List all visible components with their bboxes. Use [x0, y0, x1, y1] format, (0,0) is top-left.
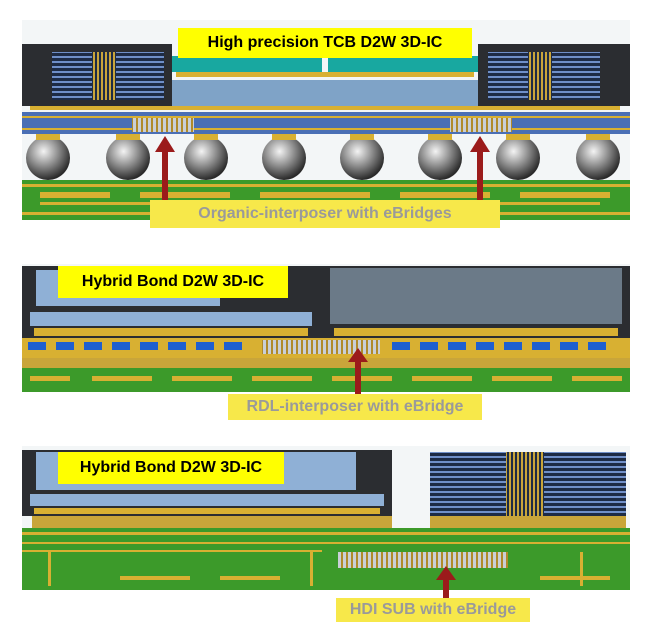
panel-1-microbumps — [30, 104, 620, 110]
panel-1-hbm-left-tsv — [92, 52, 116, 100]
panel-2-rdl-blue-pads — [28, 342, 606, 350]
panel-1-soc-top-die-right — [328, 56, 478, 72]
panel-3-hybrid-bond-hdi-substrate — [22, 446, 630, 598]
panel-2-bumps — [22, 358, 630, 368]
panel-2-title: Hybrid Bond D2W 3D-IC — [58, 266, 288, 298]
panel-3-ebridge — [338, 552, 508, 568]
panel-1-soc-base-die — [172, 80, 478, 106]
panel-3-hbm-tsv — [506, 452, 544, 516]
panel-2-substrate-pads — [30, 376, 622, 381]
panel-2-left-base-die — [30, 312, 312, 326]
panel-1-ebridge-left — [132, 118, 194, 132]
panel-1-interposer-traces — [22, 116, 630, 130]
panel-2-right-soc — [330, 268, 622, 324]
panel-1-caption: Organic-interposer with eBridges — [150, 200, 500, 228]
panel-3-left-microbumps — [34, 508, 380, 514]
panel-1-soc-top-die-left — [172, 56, 322, 72]
panel-1-hbm-right-tsv — [528, 52, 552, 100]
panel-1-arrows — [155, 136, 490, 202]
panel-3-bumps — [32, 516, 626, 528]
panel-1-solder-balls — [26, 134, 620, 180]
panel-3-caption: HDI SUB with eBridge — [336, 598, 530, 622]
panel-2-caption: RDL-interposer with eBridge — [228, 394, 482, 420]
panel-3-arrow — [436, 566, 456, 598]
panel-3-left-base-die — [30, 494, 384, 506]
panel-3-substrate-traces — [22, 532, 630, 586]
panel-1-soc-bond-layer — [176, 72, 474, 77]
panel-1-organic-interposer — [22, 112, 630, 134]
panel-2-right-microbumps — [334, 328, 618, 336]
panel-3-title: Hybrid Bond D2W 3D-IC — [58, 452, 284, 484]
panel-2-ebridge — [262, 340, 380, 354]
panel-1-title: High precision TCB D2W 3D-IC — [178, 28, 472, 58]
panel-2-arrow — [348, 348, 368, 394]
panel-1-ebridge-right — [450, 118, 512, 132]
panel-2-left-microbumps — [34, 328, 308, 336]
panel-3-hdi-substrate — [22, 528, 630, 590]
